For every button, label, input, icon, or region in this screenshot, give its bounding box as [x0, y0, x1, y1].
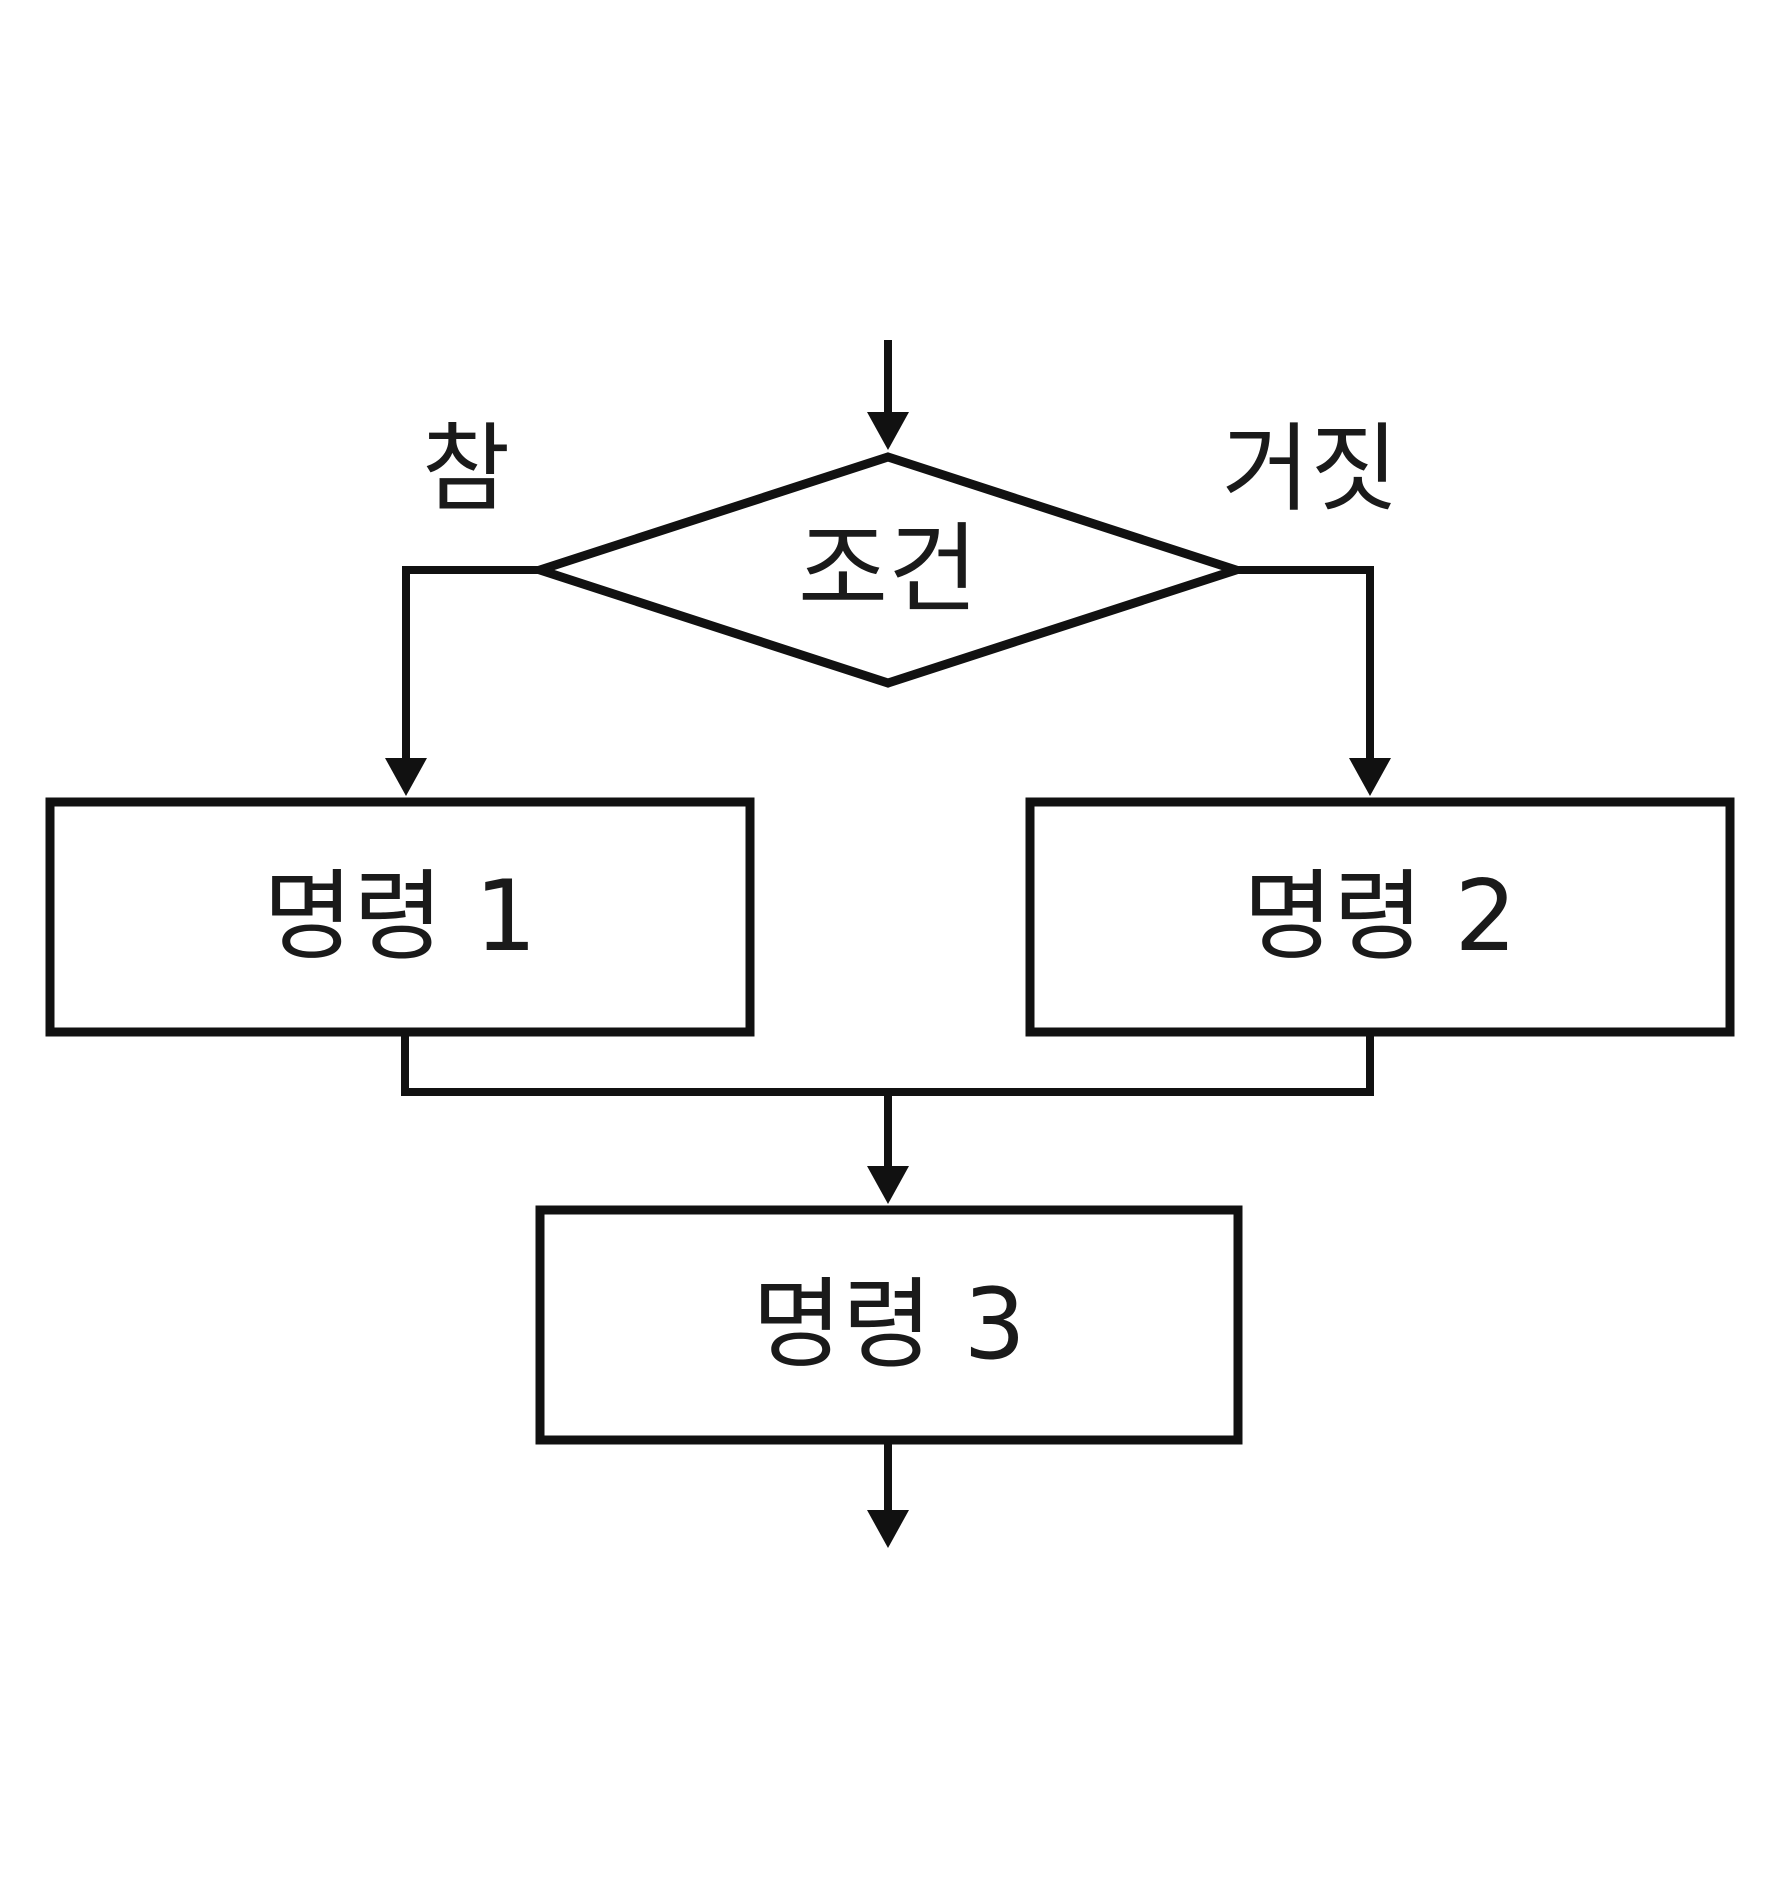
entry-arrow [867, 340, 909, 450]
step-2-label: 명령 2 [1243, 860, 1517, 974]
step-2-node: 명령 2 [1025, 797, 1735, 1037]
decision-node: 조건 [525, 452, 1251, 688]
step-3-label: 명령 3 [752, 1268, 1026, 1382]
exit-arrow [867, 1440, 909, 1548]
step-1-label: 명령 1 [263, 860, 537, 974]
decision-label: 조건 [798, 513, 978, 627]
decision-diamond [525, 452, 1251, 688]
true-branch-label: 참 [422, 413, 510, 525]
false-branch-label: 거짓 [1222, 413, 1399, 525]
step-1-node: 명령 1 [45, 797, 755, 1037]
false-branch-arrow [1236, 566, 1391, 796]
true-branch-arrow [385, 566, 540, 796]
step-3-node: 명령 3 [535, 1205, 1243, 1445]
step-1-box [45, 797, 755, 1037]
merge-connector [401, 1032, 1374, 1204]
step-2-box [1025, 797, 1735, 1037]
